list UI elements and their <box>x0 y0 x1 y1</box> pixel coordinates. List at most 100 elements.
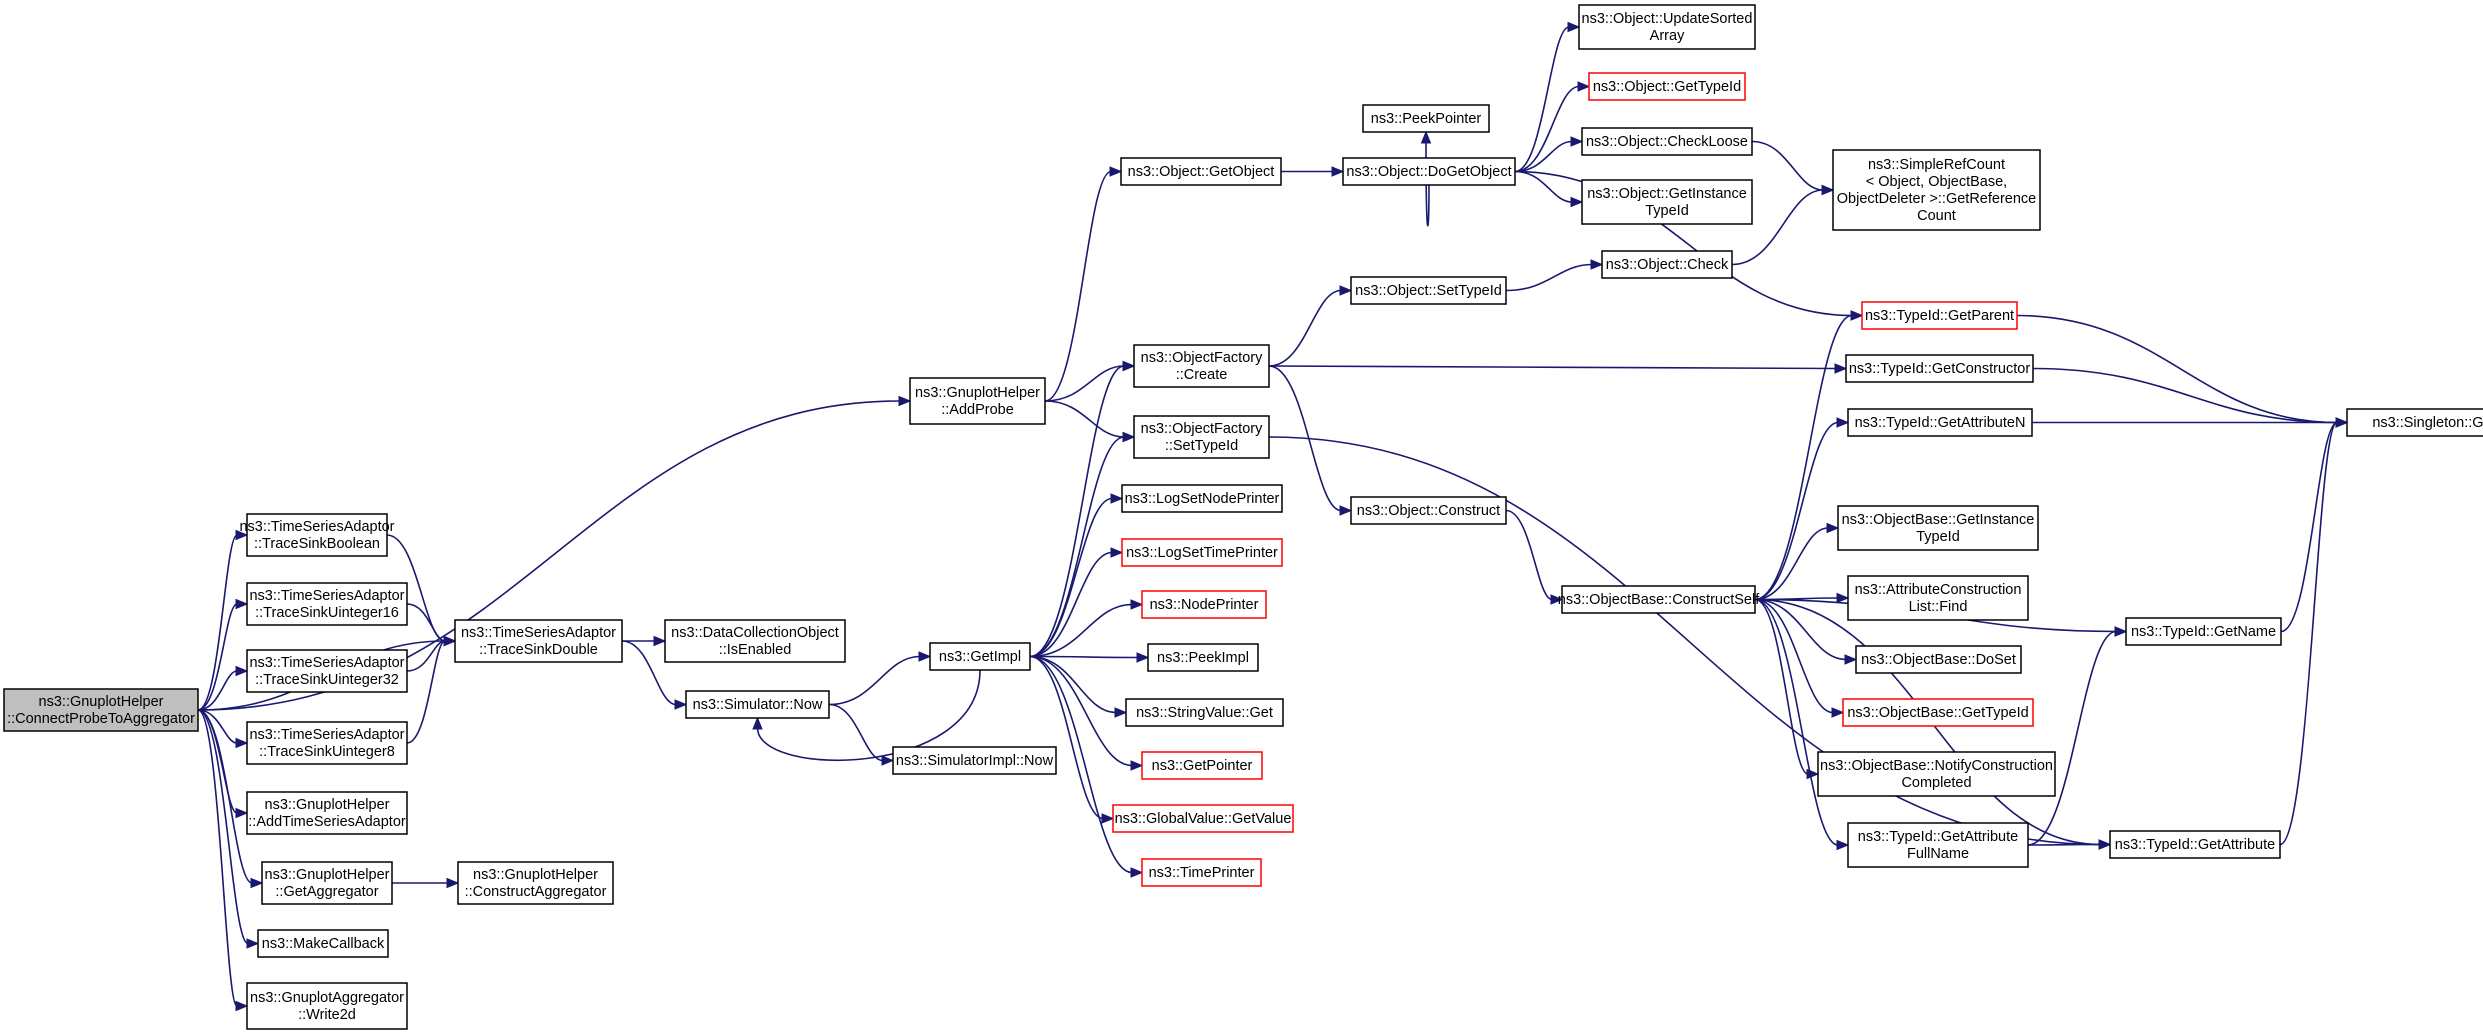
edge-tid-getconstructor-to-singleton-get <box>2032 367 2338 424</box>
arrowhead <box>1836 417 1850 428</box>
node-label: ::Write2d <box>298 1007 356 1023</box>
arrowhead <box>1577 81 1591 92</box>
edge-sim-now-to-simimpl-now <box>828 703 884 762</box>
edge-obj-construct-to-ob-constructself <box>1505 509 1553 601</box>
node-ob-gettypeid[interactable]: ns3::ObjectBase::GetTypeId <box>1842 698 2034 727</box>
node-ob-doset[interactable]: ns3::ObjectBase::DoSet <box>1855 645 2022 674</box>
node-root[interactable]: ns3::GnuplotHelper::ConnectProbeToAggreg… <box>3 688 199 732</box>
arrowhead <box>1122 431 1136 443</box>
edge-gh-addprobe-to-of-create <box>1044 365 1125 402</box>
node-obj-checkloose[interactable]: ns3::Object::CheckLoose <box>1581 127 1753 156</box>
node-tsa-u8[interactable]: ns3::TimeSeriesAdaptor::TraceSinkUintege… <box>246 721 408 765</box>
node-gh-constagg[interactable]: ns3::GnuplotHelper::ConstructAggregator <box>457 861 614 905</box>
arrowhead <box>1834 363 1848 374</box>
node-label: ns3::ObjectBase::GetInstance <box>1842 512 2035 528</box>
node-label: ns3::TimeSeriesAdaptor <box>249 655 404 671</box>
node-ob-constructself[interactable]: ns3::ObjectBase::ConstructSelf <box>1558 585 1760 614</box>
node-getpointer[interactable]: ns3::GetPointer <box>1141 751 1263 780</box>
node-gh-addtsa[interactable]: ns3::GnuplotHelper::AddTimeSeriesAdaptor <box>246 791 408 835</box>
node-singleton-get[interactable]: ns3::Singleton::Get <box>2346 408 2483 437</box>
node-label: ns3::GetPointer <box>1152 758 1253 774</box>
arrowhead <box>1339 285 1353 296</box>
edge-getimpl-to-getpointer <box>1029 655 1133 767</box>
node-box <box>457 861 614 905</box>
arrowhead <box>235 1000 249 1012</box>
node-label: ns3::GlobalValue::GetValue <box>1115 811 1292 827</box>
node-timeprinter[interactable]: ns3::TimePrinter <box>1141 858 1262 887</box>
node-box <box>1121 484 1283 513</box>
node-ob-notify[interactable]: ns3::ObjectBase::NotifyConstructionCompl… <box>1817 751 2056 797</box>
node-of-create[interactable]: ns3::ObjectFactory::Create <box>1133 344 1270 388</box>
node-label: ::ConstructAggregator <box>465 884 607 900</box>
node-obj-construct[interactable]: ns3::Object::Construct <box>1350 496 1507 525</box>
node-tid-getconstructor[interactable]: ns3::TypeId::GetConstructor <box>1845 354 2034 383</box>
node-box <box>257 929 389 958</box>
node-box <box>1141 858 1262 887</box>
arrowhead <box>1850 310 1864 321</box>
arrowhead <box>1590 259 1604 270</box>
node-tsa-u16[interactable]: ns3::TimeSeriesAdaptor::TraceSinkUintege… <box>246 582 408 626</box>
node-box <box>1133 344 1270 388</box>
node-simimpl-now[interactable]: ns3::SimulatorImpl::Now <box>892 746 1057 775</box>
node-of-settypeid[interactable]: ns3::ObjectFactory::SetTypeId <box>1133 415 1270 459</box>
node-sv-get[interactable]: ns3::StringValue::Get <box>1125 698 1284 727</box>
node-box <box>2125 617 2282 646</box>
node-box <box>929 642 1031 671</box>
edge-of-create-to-tid-getconstructor <box>1268 365 1837 370</box>
node-src-getref[interactable]: ns3::SimpleRefCount< Object, ObjectBase,… <box>1832 149 2041 231</box>
node-gv-getvalue[interactable]: ns3::GlobalValue::GetValue <box>1112 804 1294 833</box>
node-getimpl[interactable]: ns3::GetImpl <box>929 642 1031 671</box>
edge-tid-getparent-to-singleton-get <box>2016 314 2338 424</box>
node-tsa-bool[interactable]: ns3::TimeSeriesAdaptor::TraceSinkBoolean <box>239 513 395 557</box>
node-label: ::TraceSinkUinteger16 <box>255 605 399 621</box>
edge-ob-constructself-to-tid-getattributen <box>1754 421 1839 601</box>
node-log-timeprinter[interactable]: ns3::LogSetTimePrinter <box>1121 538 1283 567</box>
node-makecb[interactable]: ns3::MakeCallback <box>257 929 389 958</box>
node-tid-getattributen[interactable]: ns3::TypeId::GetAttributeN <box>1847 408 2033 437</box>
node-obj-dogetobject[interactable]: ns3::Object::DoGetObject <box>1342 157 1516 186</box>
node-sim-now[interactable]: ns3::Simulator::Now <box>685 690 830 719</box>
arrowhead <box>443 635 457 647</box>
edge-gh-addprobe-to-of-settypeid <box>1044 400 1125 438</box>
arrowhead <box>1130 599 1144 610</box>
node-gh-getagg[interactable]: ns3::GnuplotHelper::GetAggregator <box>261 861 393 905</box>
node-tsa-double[interactable]: ns3::TimeSeriesAdaptor::TraceSinkDouble <box>454 619 623 663</box>
node-dco-enabled[interactable]: ns3::DataCollectionObject::IsEnabled <box>664 619 846 663</box>
node-box <box>1861 301 2018 330</box>
node-obj-check[interactable]: ns3::Object::Check <box>1601 250 1733 279</box>
node-log-nodeprinter[interactable]: ns3::LogSetNodePrinter <box>1121 484 1283 513</box>
arrowhead <box>1567 21 1581 33</box>
node-label: ns3::TypeId::GetAttributeN <box>1855 415 2026 431</box>
arrowhead <box>1109 166 1123 177</box>
node-tid-getparent[interactable]: ns3::TypeId::GetParent <box>1861 301 2018 330</box>
arrowhead <box>2335 417 2349 428</box>
arrowhead <box>1821 184 1835 196</box>
node-tid-getname[interactable]: ns3::TypeId::GetName <box>2125 617 2282 646</box>
node-obj-getobject[interactable]: ns3::Object::GetObject <box>1120 157 1282 186</box>
arrowhead <box>235 665 249 677</box>
node-obj-gettypeid[interactable]: ns3::Object::GetTypeId <box>1588 72 1746 101</box>
node-ga-write2d[interactable]: ns3::GnuplotAggregator::Write2d <box>246 982 408 1030</box>
edge-getimpl-to-of-create <box>1029 365 1125 658</box>
node-label: ns3::GnuplotHelper <box>39 694 164 710</box>
node-peekimpl[interactable]: ns3::PeekImpl <box>1147 643 1259 672</box>
arrowhead <box>752 716 763 730</box>
node-box <box>1581 127 1753 156</box>
node-peekpointer[interactable]: ns3::PeekPointer <box>1362 104 1490 133</box>
node-label: ns3::Object::SetTypeId <box>1355 283 1502 299</box>
node-nodeprinter[interactable]: ns3::NodePrinter <box>1141 590 1267 619</box>
node-label: ns3::Object::GetObject <box>1128 164 1275 180</box>
arrowhead <box>1570 136 1584 147</box>
arrowhead <box>881 755 895 766</box>
node-label: ns3::MakeCallback <box>262 936 385 952</box>
node-obj-settypeid[interactable]: ns3::Object::SetTypeId <box>1350 276 1507 305</box>
node-box <box>1133 415 1270 459</box>
node-tsa-u32[interactable]: ns3::TimeSeriesAdaptor::TraceSinkUintege… <box>246 649 408 693</box>
node-gh-addprobe[interactable]: ns3::GnuplotHelper::AddProbe <box>909 377 1046 425</box>
node-tid-getattribute[interactable]: ns3::TypeId::GetAttribute <box>2109 830 2281 859</box>
